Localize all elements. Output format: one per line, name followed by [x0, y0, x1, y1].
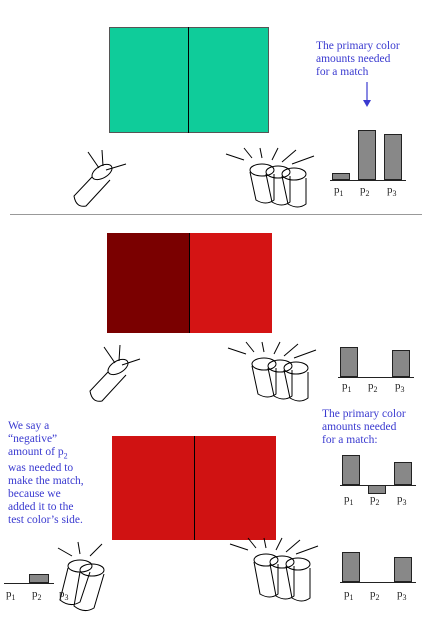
lamp-single-icon-2 — [89, 344, 141, 402]
chart-baseline — [330, 180, 406, 181]
bar-p1 — [332, 172, 350, 180]
p2-label: p2 — [370, 588, 380, 603]
bar-chart-3 — [340, 450, 420, 510]
note-left-line-1: We say a — [8, 420, 50, 432]
note-left-p-text: amount of p — [8, 446, 64, 458]
bar-p2 — [358, 130, 376, 180]
chart-baseline — [338, 377, 414, 378]
p1-label: p1 — [344, 493, 354, 508]
split-line-middle — [189, 233, 190, 333]
note-top-line-3: for a match — [316, 66, 369, 78]
note-left-line-6: because we — [8, 488, 61, 501]
test-color-patch-middle — [107, 233, 190, 333]
bar-p1 — [342, 455, 360, 485]
chart-baseline — [340, 485, 416, 486]
note-right-line-3: for a match: — [322, 434, 378, 446]
p1-label: p1 — [342, 380, 352, 395]
note-left-line-8: test color’s side. — [8, 514, 83, 527]
p2-label: p2 — [370, 493, 380, 508]
note-top-line-2: amounts needed — [316, 53, 391, 65]
chart-baseline — [4, 583, 54, 584]
p3-label: p3 — [387, 184, 397, 199]
p3-label: p3 — [395, 380, 405, 395]
note-left-line-3: amount of p2 — [8, 446, 118, 462]
lamp-group-icon-3 — [57, 541, 105, 612]
section-divider — [10, 214, 422, 215]
note-right-line-1: The primary color — [322, 408, 406, 420]
lamp-single-icon-1 — [73, 149, 127, 207]
p3-label: p3 — [397, 588, 407, 603]
bar-chart-4 — [340, 545, 420, 595]
bar-p3 — [394, 461, 412, 485]
bar-p3 — [384, 134, 402, 180]
note-left-line-4: was needed to — [8, 462, 74, 475]
chart-baseline — [340, 582, 416, 583]
p1-label: p1 — [344, 588, 354, 603]
note-right: The primary color amounts needed for a m… — [322, 408, 446, 447]
note-right-line-2: amounts needed — [322, 421, 397, 433]
bar-chart-2 — [338, 340, 418, 410]
note-top-line-1: The primary color — [316, 40, 400, 52]
p2-label: p2 — [360, 184, 370, 199]
split-line-top — [188, 27, 189, 133]
lamp-group-icon-2 — [227, 341, 317, 402]
test-color-patch-top — [109, 27, 269, 133]
bar-chart-1 — [330, 120, 410, 200]
p1-label: p1 — [6, 588, 16, 603]
bar-p3 — [392, 350, 410, 377]
p1-label: p1 — [334, 184, 344, 199]
note-left: We say a “negative” amount of p2 was nee… — [8, 420, 118, 527]
bar-p2 — [29, 574, 49, 583]
note-left-line-5: make the match, — [8, 475, 84, 488]
bar-p3 — [394, 557, 412, 582]
p2-label: p2 — [32, 588, 42, 603]
p3-label: p3 — [59, 588, 69, 603]
bar-chart-5 — [4, 560, 84, 590]
note-left-line-2: “negative” — [8, 433, 58, 445]
p2-label: p2 — [368, 380, 378, 395]
lamp-group-icon-4 — [229, 537, 319, 602]
note-left-line-7: added it to the — [8, 501, 74, 514]
p3-label: p3 — [397, 493, 407, 508]
note-top: The primary color amounts needed for a m… — [316, 40, 446, 79]
note-left-p-sub: 2 — [63, 451, 68, 461]
lamp-group-icon-1 — [225, 147, 315, 208]
match-color-patch-middle — [190, 233, 272, 333]
bar-p1 — [342, 552, 360, 582]
bar-p1 — [340, 347, 358, 377]
split-line-bottom — [194, 436, 195, 540]
arrow-down-icon — [363, 82, 371, 107]
